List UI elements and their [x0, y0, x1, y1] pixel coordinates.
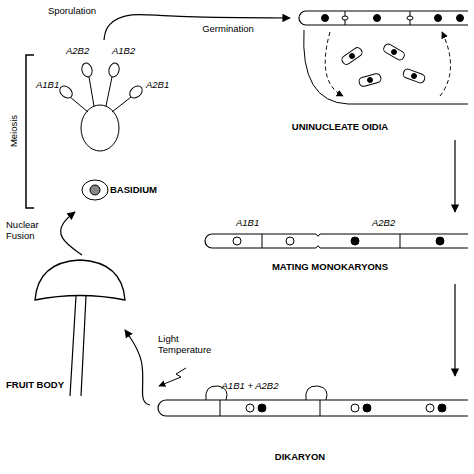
nucleus	[392, 50, 397, 55]
oidium	[358, 73, 382, 87]
edge-label: Light Temperature	[158, 334, 220, 356]
oidia-stage: UNINUCLEATE OIDIA	[290, 5, 470, 140]
nucleus	[351, 237, 359, 245]
monokaryon-hypha	[320, 234, 468, 248]
nucleus	[374, 15, 381, 22]
dashed-arrow	[325, 32, 343, 96]
basidium-cell	[81, 105, 119, 151]
basidiospore	[57, 84, 74, 101]
septum	[262, 234, 400, 248]
hypha-curve	[304, 30, 468, 104]
edge-label: Nuclear Fusion	[6, 220, 50, 242]
nucleus	[246, 404, 254, 412]
nucleus	[426, 404, 434, 412]
septum	[345, 11, 410, 25]
fusion-bridge	[316, 234, 320, 248]
young-basidium	[82, 180, 108, 200]
basidiospore	[127, 84, 144, 101]
nucleus	[322, 15, 329, 22]
stage-caption: FRUIT BODY	[6, 380, 64, 391]
oidium	[340, 46, 363, 66]
cycle-arrow	[61, 212, 82, 255]
nucleus	[412, 74, 417, 79]
diploid-nucleus	[90, 185, 100, 195]
process-label: Meiosis	[9, 115, 20, 147]
oidium	[402, 68, 426, 84]
stage-caption: DIKARYON	[275, 452, 325, 463]
sterigmata	[70, 77, 131, 112]
dikaryon-stage: A1B1 + A2B2DIKARYON	[150, 376, 470, 474]
nucleus	[233, 237, 241, 245]
cycle-arrow	[454, 284, 455, 376]
clamp-connection	[306, 386, 327, 416]
nucleus	[351, 404, 359, 412]
cycle-arrow	[104, 14, 290, 40]
nucleus	[350, 54, 355, 59]
mating-type-label: A2B1	[146, 80, 169, 91]
light-symbol	[159, 368, 186, 386]
basidiospore	[80, 62, 93, 78]
monokaryon-stage: A1B1 A2B2MATING MONOKARYONS	[200, 212, 470, 284]
fruit-body-stage: FRUIT BODY	[5, 255, 125, 400]
septal-pore	[342, 16, 348, 20]
stage-caption: UNINUCLEATE OIDIA	[292, 122, 388, 133]
cycle-arrow	[125, 330, 150, 405]
monokaryon-hypha	[205, 234, 316, 248]
nucleus	[435, 15, 442, 22]
mushroom-stem	[70, 296, 86, 396]
nucleus	[363, 404, 371, 412]
septal-pore	[407, 16, 413, 20]
basidiospore	[107, 62, 120, 78]
nucleus	[436, 237, 444, 245]
hypha-tube	[299, 11, 468, 25]
mating-type-label: A2B2	[372, 218, 395, 229]
mating-type-label: A1B2	[112, 46, 135, 57]
edge-label: Germination	[202, 24, 254, 35]
nucleus	[286, 237, 294, 245]
nucleus	[457, 15, 464, 22]
stage-caption: BASIDIUM	[110, 185, 157, 196]
meiosis-bracket	[26, 55, 34, 208]
nucleus	[438, 404, 446, 412]
dashed-arrow	[440, 32, 451, 96]
mating-type-label: A1B1	[36, 80, 59, 91]
mating-type-label: A1B1	[236, 218, 259, 229]
mushroom-cap	[35, 260, 125, 300]
top-label: Sporulation	[48, 6, 96, 17]
oidium	[382, 43, 406, 62]
cycle-arrow	[454, 140, 455, 212]
dikaryon-hypha	[158, 400, 468, 416]
mating-type-label: A1B1 + A2B2	[222, 381, 279, 392]
basidium-stage: A2B2 A1B2A1B1 A2B1BASIDIUM	[30, 40, 180, 212]
nucleus	[258, 404, 266, 412]
mating-type-label: A2B2	[66, 46, 89, 57]
stage-caption: MATING MONOKARYONS	[272, 262, 388, 273]
nucleus	[368, 78, 373, 83]
